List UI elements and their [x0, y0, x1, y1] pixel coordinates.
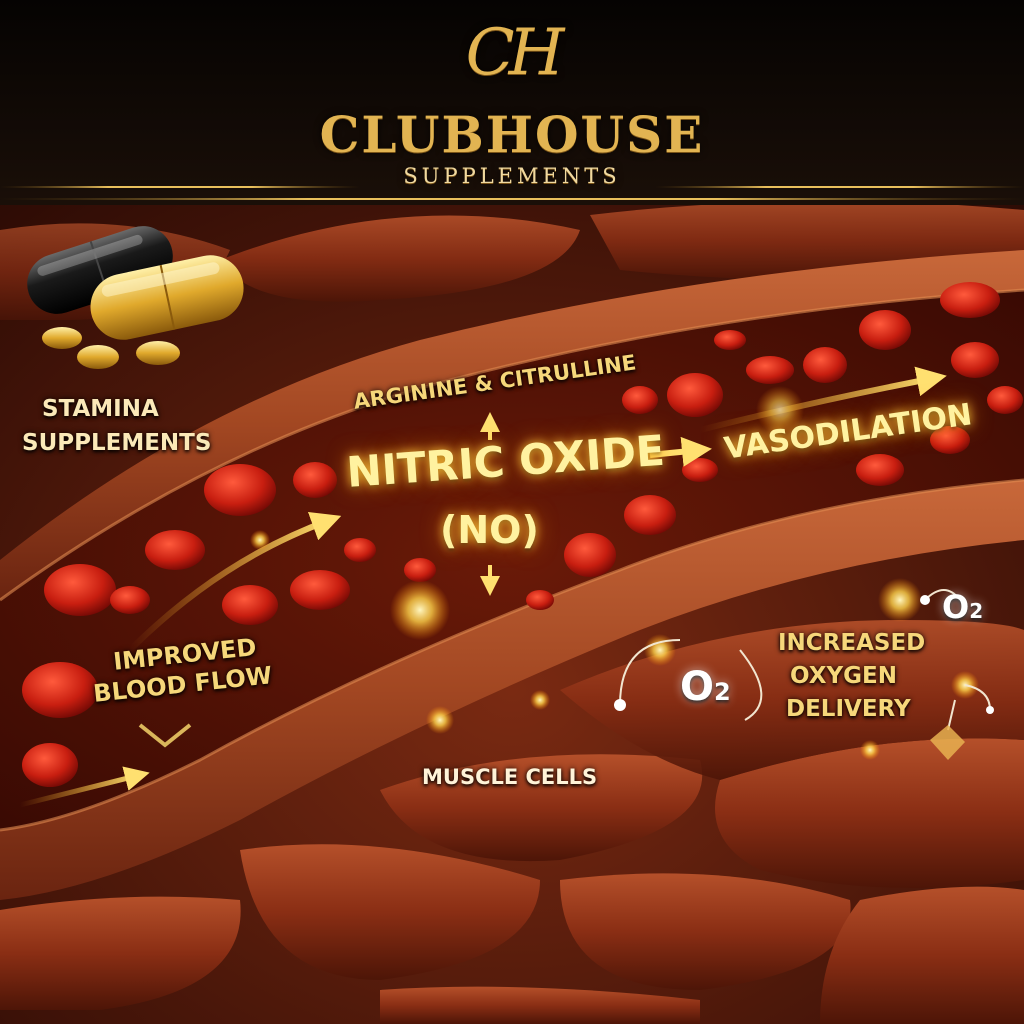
brand-tagline: SUPPLEMENTS [403, 164, 621, 188]
stamina-label-line1: STAMINA [42, 396, 159, 422]
tablet-icon [77, 345, 119, 369]
oxygen-label-line2: OXYGEN [790, 663, 897, 689]
capsule-gold-icon [90, 255, 244, 340]
arrow-icon [649, 436, 712, 467]
oxygen-label-line1: INCREASED [778, 630, 926, 656]
arrow-icon [19, 766, 150, 808]
supplements-graphic [27, 226, 244, 369]
o2-molecule-icon [614, 589, 994, 760]
header-rule-left [0, 186, 360, 188]
o2-symbol-large: O2 [680, 664, 731, 710]
stamina-label-line2: SUPPLEMENTS [22, 430, 212, 456]
tablet-icon [42, 327, 82, 349]
header-rule-right [655, 186, 1024, 188]
arrow-icon [699, 366, 947, 433]
lower-muscle-bundles [0, 620, 1024, 1024]
o2-symbol-small: O2 [942, 588, 984, 626]
oxygen-label-line3: DELIVERY [786, 696, 911, 722]
sparkles [250, 386, 979, 760]
brand-name: CLUBHOUSE [319, 105, 705, 164]
red-blood-cells [22, 282, 1023, 787]
tablet-icon [136, 341, 180, 365]
muscle-cells-label: MUSCLE CELLS [422, 765, 598, 789]
header-background [0, 0, 1024, 205]
no-abbreviation-label: (NO) [440, 508, 539, 552]
brand-monogram: CH [465, 16, 565, 90]
flow-arrows [19, 366, 947, 808]
arrow-icon [127, 512, 342, 653]
header-rule-bottom [0, 198, 1024, 200]
